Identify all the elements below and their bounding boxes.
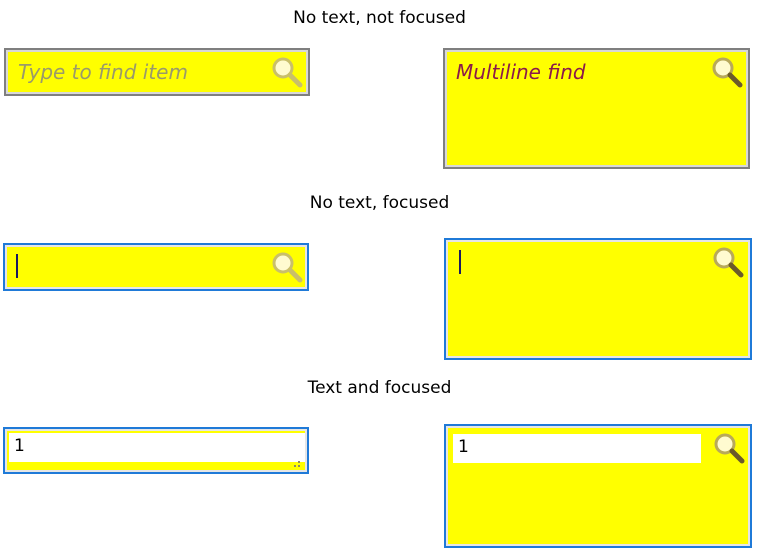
multiline-placeholder: Multiline find	[456, 60, 586, 84]
search-box-multiline-with-text[interactable]: 1	[444, 424, 752, 548]
search-icon[interactable]	[710, 55, 744, 89]
multiline-search-input[interactable]: 1	[453, 434, 701, 463]
search-icon[interactable]	[270, 250, 304, 284]
search-box-single-line-with-text[interactable]: 1	[3, 427, 309, 474]
section-title-no-text-focused: No text, focused	[309, 193, 450, 213]
text-caret	[16, 254, 18, 278]
section-title-text-focused: Text and focused	[307, 378, 452, 398]
search-box-multiline-unfocused[interactable]: Multiline find	[443, 48, 750, 169]
search-icon[interactable]	[711, 245, 745, 279]
text-caret	[459, 250, 461, 274]
resize-grip-icon[interactable]	[293, 460, 301, 468]
search-placeholder: Type to find item	[18, 60, 188, 84]
search-icon[interactable]	[712, 431, 746, 465]
search-input[interactable]: 1	[9, 433, 305, 462]
search-box-single-line-unfocused[interactable]: Type to find item	[4, 48, 310, 96]
search-icon[interactable]	[270, 55, 304, 89]
search-box-single-line-focused[interactable]	[3, 243, 309, 291]
search-box-multiline-focused[interactable]	[444, 238, 752, 360]
section-title-no-text-not-focused: No text, not focused	[293, 8, 466, 28]
